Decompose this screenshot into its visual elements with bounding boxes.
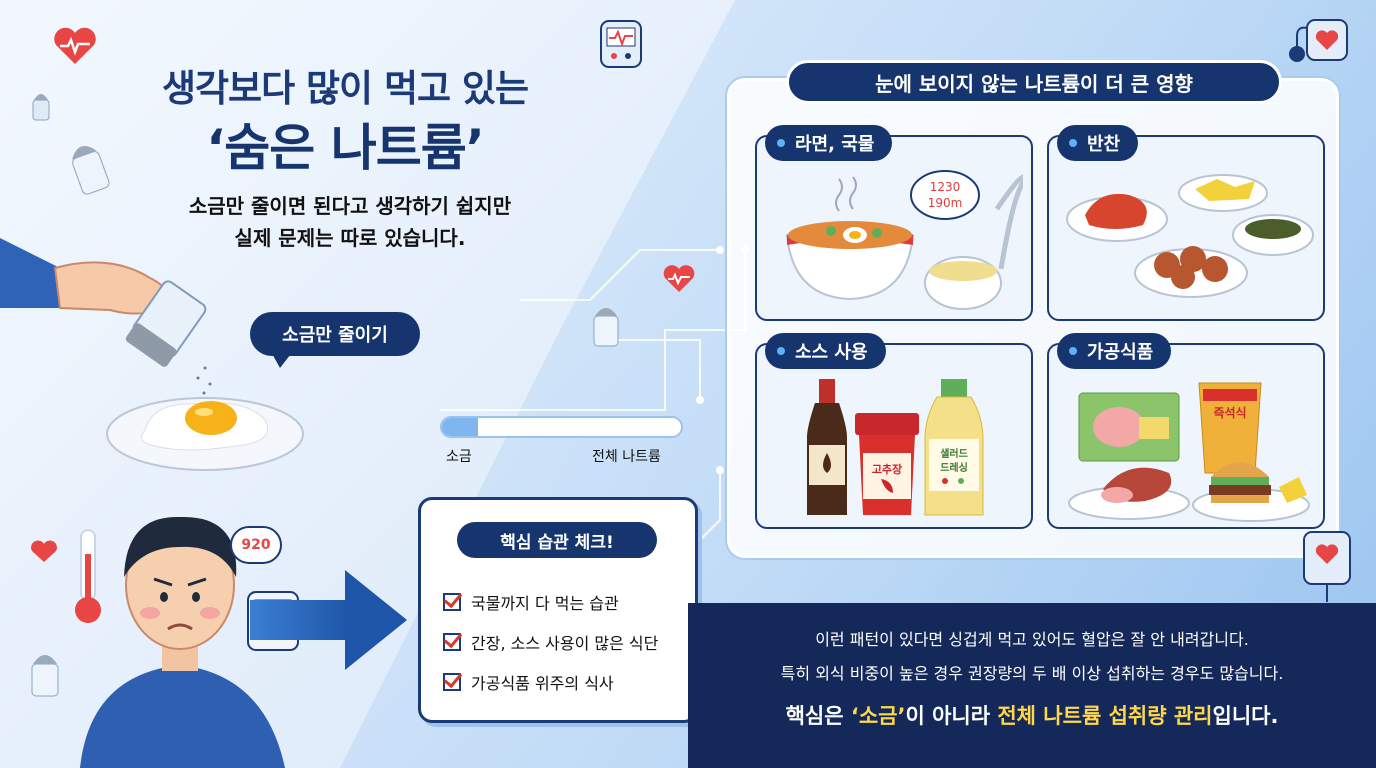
salt-shaker-icon (32, 94, 50, 121)
title-line-2: ‘숨은 나트륨’ (206, 119, 484, 177)
instant-food-label: 즉석식 (1213, 405, 1246, 420)
gochujang-label: 고추장 (872, 462, 902, 476)
salt-only-bubble: 소금만 줄이기 (250, 312, 420, 356)
bar-label-total-sodium: 전체 나트륨 (592, 449, 661, 465)
category-side-dishes: 반찬 (1047, 125, 1325, 321)
habit-check-list: 국물까지 다 먹는 습관 간장, 소스 사용이 많은 식단 가공식품 위주의 식… (443, 582, 658, 702)
sodium-bubble-line-2: 190m (928, 196, 963, 210)
habit-check-title: 핵심 습관 체크! (457, 522, 657, 558)
key-message-total-sodium: 전체 나트륨 섭취량 관리 (997, 704, 1213, 728)
ramen-soup-illustration: 1230 190m (785, 170, 1023, 310)
category-processed-foods: 가공식품 즉석식 (1047, 333, 1325, 529)
bp-monitor-icon (600, 20, 642, 68)
side-dishes-illustration (1066, 174, 1314, 298)
dressing-label-line-2: 드레싱 (940, 461, 968, 474)
checkbox-checked-icon (443, 633, 461, 651)
bp-reading-bubble: 920 (230, 526, 282, 564)
category-label: 반찬 (1057, 125, 1139, 161)
checkbox-checked-icon (443, 673, 461, 691)
habit-item: 간장, 소스 사용이 많은 식단 (443, 622, 658, 662)
heart-icon (31, 540, 57, 562)
arrow-body (250, 600, 350, 640)
panel-title: 눈에 보이지 않는 나트륨이 더 큰 영향 (786, 60, 1282, 104)
salt-shaker-icon (72, 145, 110, 195)
category-ramen-soup: 라면, 국물 1230 190m (755, 125, 1033, 321)
hand-salt-shaker-illustration (0, 238, 212, 395)
salt-vs-sodium-bar (440, 416, 683, 438)
category-label: 가공식품 (1057, 333, 1172, 369)
bp-monitor-icon (1289, 19, 1348, 62)
habit-item: 국물까지 다 먹는 습관 (443, 582, 658, 622)
salt-shaker-icon (31, 655, 59, 697)
fried-egg-plate-illustration (106, 397, 304, 471)
checkbox-checked-icon (443, 593, 461, 611)
category-sauces: 소스 사용 고추장 샐러드 드레싱 (755, 333, 1033, 529)
subtitle: 소금만 줄이면 된다고 생각하기 쉽지만 실제 문제는 따로 있습니다. (110, 190, 590, 254)
sodium-bubble-line-1: 1230 (930, 180, 961, 194)
summary-line-2: 특히 외식 비중이 높은 경우 권장량의 두 배 이상 섭취하는 경우도 많습니… (780, 664, 1284, 683)
summary-band (688, 603, 1376, 768)
processed-foods-illustration: 즉석식 (1068, 382, 1310, 522)
habit-item-label: 가공식품 위주의 식사 (471, 674, 614, 693)
dressing-label-line-1: 샐러드 (940, 447, 968, 460)
habit-item-label: 간장, 소스 사용이 많은 식단 (471, 634, 659, 653)
heart-icon (663, 265, 695, 292)
bp-monitor-icon (1303, 531, 1351, 602)
arrow-right-icon (345, 570, 407, 670)
subtitle-line-1: 소금만 줄이면 된다고 생각하기 쉽지만 (188, 194, 512, 218)
salt-share-fill (442, 418, 478, 436)
key-message-prefix: 핵심은 (785, 704, 851, 728)
key-message-suffix: 입니다. (1212, 704, 1279, 728)
heart-icon (54, 27, 96, 64)
key-message-salt: ‘소금’ (850, 704, 906, 728)
key-message-middle: 이 아니라 (905, 704, 998, 728)
title-line-1: 생각보다 많이 먹고 있는 (161, 67, 529, 110)
salt-shaker-icon (593, 308, 619, 347)
bar-label-salt: 소금 (446, 449, 472, 465)
category-label: 소스 사용 (765, 333, 886, 369)
key-message: 핵심은 ‘소금’이 아니라 전체 나트륨 섭취량 관리입니다. (688, 700, 1376, 730)
habit-check-card: 핵심 습관 체크! 국물까지 다 먹는 습관 간장, 소스 사용이 많은 식단 … (418, 497, 698, 723)
subtitle-line-2: 실제 문제는 따로 있습니다. (234, 226, 466, 250)
sauces-illustration: 고추장 샐러드 드레싱 (807, 379, 984, 516)
summary-line-1: 이런 패턴이 있다면 싱겁게 먹고 있어도 혈압은 잘 안 내려갑니다. (815, 630, 1249, 649)
category-label: 라면, 국물 (765, 125, 893, 161)
habit-item-label: 국물까지 다 먹는 습관 (471, 594, 619, 613)
worried-person-illustration (80, 516, 285, 768)
habit-item: 가공식품 위주의 식사 (443, 662, 658, 702)
thermometer-icon (75, 529, 101, 623)
